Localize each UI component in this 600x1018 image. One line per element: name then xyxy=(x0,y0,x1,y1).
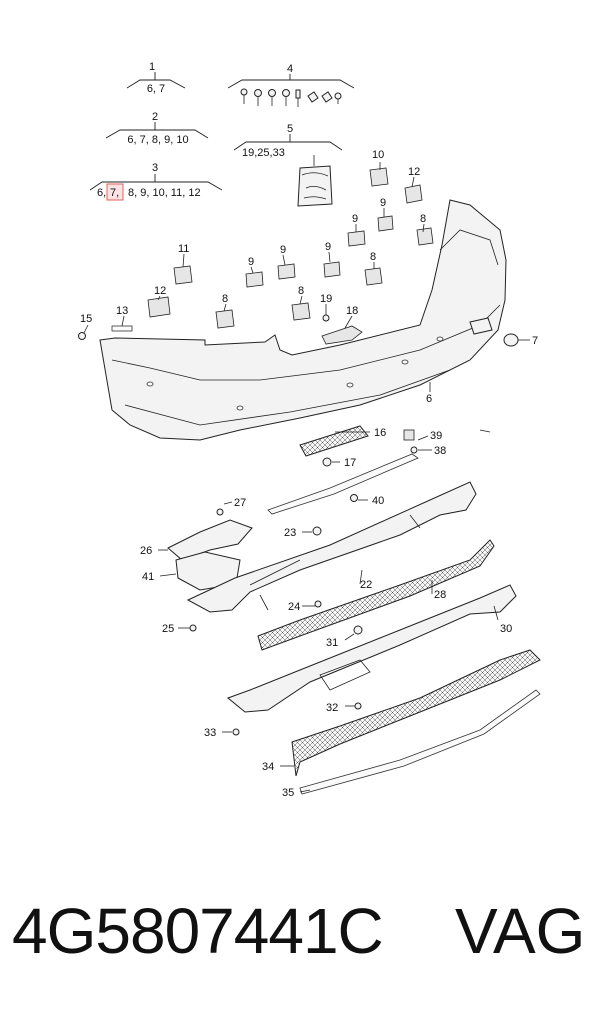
callout-8: 8 xyxy=(420,213,426,225)
bolt xyxy=(312,526,322,536)
callout-39: 40 xyxy=(372,495,384,507)
callout-22: 22 xyxy=(360,579,372,591)
lower-diffuser xyxy=(227,584,517,713)
bolt xyxy=(410,446,418,454)
highlighted-subpart-box xyxy=(106,183,124,201)
edge-strip xyxy=(299,689,541,795)
callout-23: 23 xyxy=(284,527,296,539)
callout-9: 9 xyxy=(352,213,358,225)
screws-icon xyxy=(240,88,342,107)
screw xyxy=(354,702,362,710)
callout-9: 9 xyxy=(325,241,331,253)
group-number: 3 xyxy=(152,162,158,174)
group-number: 5 xyxy=(287,123,293,135)
group-subparts-highlight: 7, xyxy=(110,187,119,199)
callout-8: 8 xyxy=(370,251,376,263)
screw xyxy=(232,728,240,736)
callout-7: 7 xyxy=(532,335,538,347)
callout-41: 41 xyxy=(142,571,154,583)
screw xyxy=(189,624,197,632)
group-number: 2 xyxy=(152,111,158,123)
group-5-header: 5 19,25,33 xyxy=(233,123,343,207)
callout-28: 28 xyxy=(434,589,446,601)
callout-16: 16 xyxy=(374,427,386,439)
callout-35: 35 xyxy=(282,787,294,799)
footer: 4G5807441C VAG xyxy=(0,888,600,998)
callout-10: 10 xyxy=(372,149,384,161)
callout-12: 12 xyxy=(154,285,166,297)
callout-15: 15 xyxy=(80,313,92,325)
callout-30: 30 xyxy=(500,623,512,635)
lower-mesh-strip xyxy=(291,649,541,777)
callout-38: 38 xyxy=(434,445,446,457)
callout-32: 32 xyxy=(326,702,338,714)
callout-12: 12 xyxy=(408,166,420,178)
callout-17: 17 xyxy=(344,457,356,469)
mesh-grille xyxy=(257,539,495,651)
bolt xyxy=(353,625,363,635)
callout-18: 18 xyxy=(346,305,358,317)
callout-34: 34 xyxy=(262,761,274,773)
group-3-header: 3 6, 7, 8, 9, 10, 11, 12 xyxy=(89,162,223,201)
callout-19: 19 xyxy=(320,293,332,305)
trim-strip xyxy=(267,453,419,515)
group-subparts: 6, 7 xyxy=(147,83,165,95)
group-number: 1 xyxy=(149,61,155,73)
group-number: 4 xyxy=(287,63,293,75)
callout-26: 26 xyxy=(140,545,152,557)
group-4-header: 4 xyxy=(227,63,355,107)
callout-11: 11 xyxy=(178,243,189,255)
callout-27: 27 xyxy=(234,497,246,509)
callout-40: 39 xyxy=(430,430,442,442)
fastener xyxy=(322,457,332,467)
exploded-parts-diagram: 1 6, 7 2 6, 7, 8, 9, 10 3 6, 7, 8, 9, 10… xyxy=(78,61,541,799)
mounting-clips xyxy=(78,167,519,347)
callout-8: 8 xyxy=(298,285,304,297)
part-number: 4G5807441C xyxy=(12,895,384,967)
grille-insert xyxy=(299,425,369,457)
callout-9: 9 xyxy=(380,197,386,209)
group-1-header: 1 6, 7 xyxy=(126,61,186,95)
screw xyxy=(314,600,322,608)
callout-33: 33 xyxy=(204,727,216,739)
callout-labels: 10 12 8 9 9 9 9 9 11 8 12 8 8 13 15 19 1… xyxy=(80,149,538,799)
group-2-header: 2 6, 7, 8, 9, 10 xyxy=(105,111,209,146)
callout-9: 9 xyxy=(280,244,286,256)
group-subparts-pre: 6, xyxy=(97,187,106,199)
callout-31: 31 xyxy=(326,637,338,649)
callout-6: 6 xyxy=(426,393,432,405)
diffuser xyxy=(186,481,477,613)
screw xyxy=(216,508,224,516)
screw xyxy=(350,494,358,502)
bumper-cover xyxy=(99,199,507,441)
callout-9: 9 xyxy=(248,256,254,268)
brand-name: VAG xyxy=(455,895,586,967)
callout-8: 8 xyxy=(222,293,228,305)
callout-24: 24 xyxy=(288,601,300,613)
group-subparts: 6, 7, 8, 9, 10 xyxy=(127,134,188,146)
callout-25: 25 xyxy=(162,623,174,635)
callout-13: 13 xyxy=(116,305,128,317)
group-subparts-post: 8, 9, 10, 11, 12 xyxy=(128,187,201,199)
leader-lines xyxy=(83,162,530,793)
group-subparts: 19,25,33 xyxy=(242,147,285,159)
hardware-bag-icon xyxy=(297,155,333,207)
clip-block xyxy=(403,429,415,441)
